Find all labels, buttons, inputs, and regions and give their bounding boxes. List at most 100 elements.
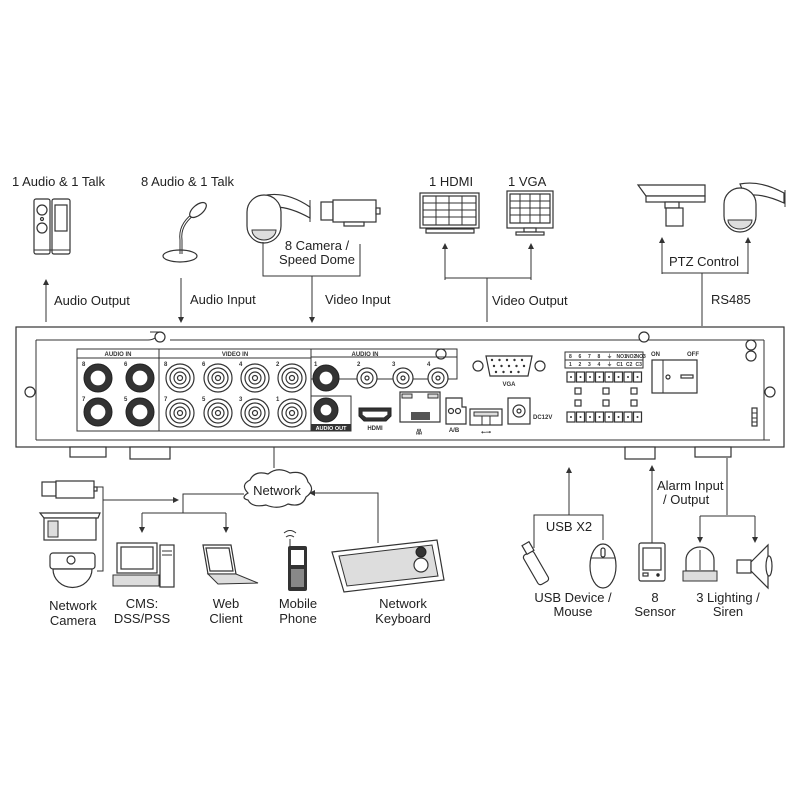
network-distribution-line <box>182 493 244 513</box>
hdmi-port <box>358 407 392 422</box>
audio-in-number: 7 <box>82 397 86 403</box>
audio-out-label: AUDIO OUT <box>316 426 348 432</box>
microphone-icon <box>162 201 207 263</box>
audio-output-label: Audio Output <box>54 293 130 308</box>
network-label: Network <box>253 483 301 498</box>
bnc-connector <box>240 363 270 393</box>
video-in-number: 3 <box>239 397 243 403</box>
laptop-icon <box>202 544 259 585</box>
usb-flash-drive-icon <box>521 540 550 586</box>
ptz-speed-dome-icon <box>723 182 786 233</box>
web-client-line1: Web <box>213 596 240 611</box>
siren-line2: Siren <box>713 604 743 619</box>
alarm-label: C3 <box>636 362 643 368</box>
hdmi-monitor-icon <box>419 192 480 234</box>
bnc-connector <box>165 363 195 393</box>
audio-in-left-jacks <box>83 363 155 427</box>
bnc-connector <box>277 398 307 428</box>
audio-in-left-label: AUDIO IN <box>105 352 132 358</box>
audio-in-right-connectors <box>312 364 449 392</box>
alarm-label: ⏚ <box>607 353 612 360</box>
cameras-title-line1: 8 Camera / <box>285 238 350 253</box>
web-client-line2: Client <box>209 611 243 626</box>
network-camera-line2: Camera <box>50 613 97 628</box>
network-bullet-camera-icon <box>38 512 101 541</box>
audio-in-right-number: 4 <box>427 362 431 368</box>
video-in-number: 4 <box>239 362 243 368</box>
video-in-number: 2 <box>276 362 280 368</box>
bnc-connector <box>165 398 195 428</box>
alarm-label: C2 <box>626 362 633 368</box>
siren-line1: 3 Lighting / <box>696 590 760 605</box>
cameras-title-line2: Speed Dome <box>279 252 355 267</box>
power-off-label: OFF <box>687 352 699 358</box>
vga-monitor-icon <box>506 190 554 236</box>
bnc-connector <box>240 398 270 428</box>
alarm-label: 8 <box>569 354 572 360</box>
bnc-connector <box>277 363 307 393</box>
keyboard-line2: Keyboard <box>375 611 431 626</box>
speakers-title: 1 Audio & 1 Talk <box>12 174 105 189</box>
alarm-label: 3 <box>588 362 591 368</box>
audio-in-right-block <box>310 348 458 380</box>
alarm-label: 8 <box>598 354 601 360</box>
sensor-line2: Sensor <box>634 604 676 619</box>
video-output-label: Video Output <box>492 293 568 308</box>
audio-in-number: 5 <box>124 397 128 403</box>
network-dome-camera-icon <box>49 552 96 588</box>
audio-in-right-number: 1 <box>314 362 318 368</box>
video-in-bnc-connectors <box>165 363 307 428</box>
box-camera-icon <box>320 199 381 227</box>
alarm-label: ⏚ <box>607 361 612 368</box>
rs485-label: RS485 <box>711 292 751 307</box>
cms-line1: CMS: <box>126 596 159 611</box>
cms-computer-icon <box>112 542 175 588</box>
ab-label: A/B <box>449 428 460 434</box>
mobile-phone-icon <box>283 530 307 591</box>
network-box-camera-icon <box>41 480 98 499</box>
ethernet-port <box>399 391 441 423</box>
sensor-icon <box>638 542 666 582</box>
vga-port <box>472 355 546 377</box>
bnc-connector <box>203 398 233 428</box>
ptz-control-label: PTZ Control <box>669 254 739 269</box>
video-input-label: Video Input <box>325 292 391 307</box>
power-switch[interactable] <box>651 359 698 394</box>
audio-in-right-label: AUDIO IN <box>352 352 379 358</box>
alarm-label: NO1 <box>617 354 628 360</box>
vent-icon <box>751 407 758 427</box>
mobile-line1: Mobile <box>279 596 317 611</box>
network-port-icon: 品 <box>416 428 422 436</box>
dc-label: DC12V <box>533 415 552 421</box>
siren-speaker-icon <box>736 543 773 590</box>
hdmi-monitor-title: 1 HDMI <box>429 174 473 189</box>
warning-light-icon <box>682 546 718 582</box>
video-in-label: VIDEO IN <box>222 352 248 358</box>
audio-input-label: Audio Input <box>190 292 256 307</box>
vga-monitor-title: 1 VGA <box>508 174 547 189</box>
network-cloud-icon <box>243 469 313 508</box>
bnc-connector <box>203 363 233 393</box>
power-on-label: ON <box>651 352 660 358</box>
audio-in-right-number: 2 <box>357 362 361 368</box>
usb-line1: USB Device / <box>534 590 612 605</box>
alarm-label: NO3 <box>636 354 647 360</box>
video-in-number: 6 <box>202 362 206 368</box>
cms-line2: DSS/PSS <box>114 611 171 626</box>
network-camera-line1: Network <box>49 598 97 613</box>
alarm-label: 2 <box>579 362 582 368</box>
alarm-label: 7 <box>588 354 591 360</box>
usb-symbol-icon: ⭠⊸ <box>481 430 491 436</box>
hdmi-label: HDMI <box>367 426 383 432</box>
video-in-number: 5 <box>202 397 206 403</box>
ptz-housing-camera-icon <box>636 184 706 227</box>
alarm-label: 6 <box>579 354 582 360</box>
mouse-icon <box>589 543 617 589</box>
audio-in-number: 8 <box>82 362 86 368</box>
alarm-link-line1: Alarm Input <box>657 478 724 493</box>
video-in-number: 7 <box>164 397 168 403</box>
video-in-number: 8 <box>164 362 168 368</box>
usb-line2: Mouse <box>553 604 592 619</box>
keyboard-line1: Network <box>379 596 427 611</box>
